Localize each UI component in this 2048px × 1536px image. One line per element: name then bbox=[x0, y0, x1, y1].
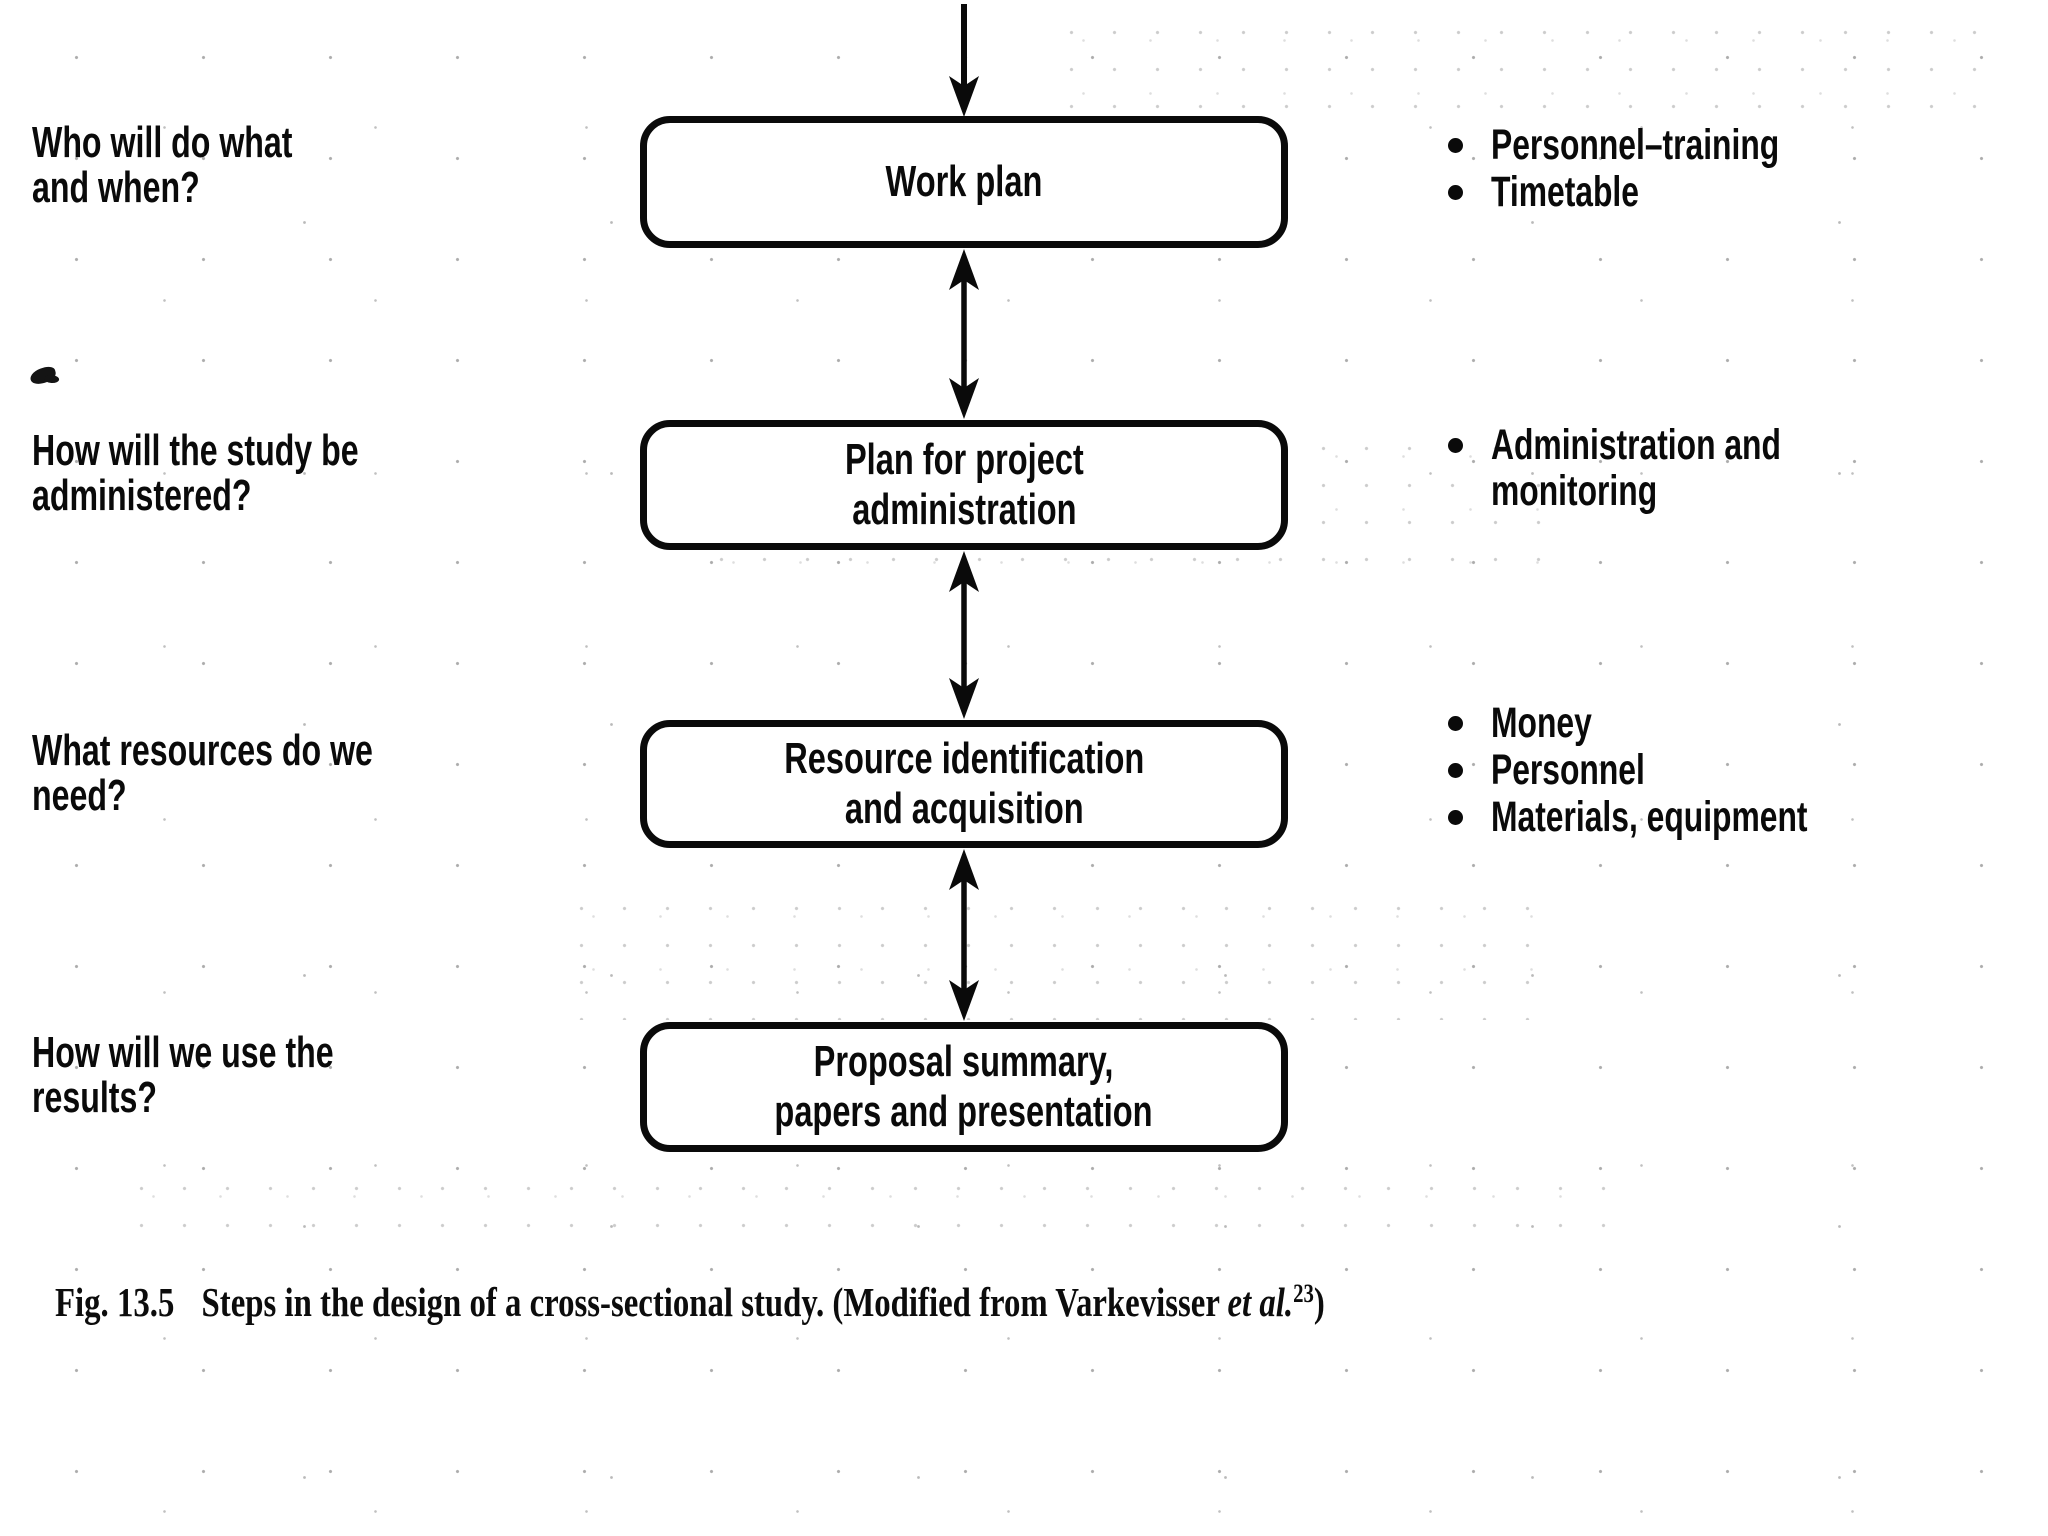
bullet-item: Materials, equipment bbox=[1448, 794, 2008, 840]
double-arrow-icon bbox=[942, 550, 986, 720]
question-study-administered: How will the study be administered? bbox=[32, 426, 359, 520]
bullet-item: Timetable bbox=[1448, 169, 2008, 215]
bullet-dot-icon bbox=[1448, 763, 1463, 778]
question-resources-needed: What resources do we need? bbox=[32, 726, 373, 820]
flow-box-proposal-summary: Proposal summary, papers and presentatio… bbox=[640, 1022, 1288, 1152]
scan-noise-patch bbox=[560, 890, 1540, 1020]
figure-caption: Fig. 13.5 Steps in the design of a cross-… bbox=[55, 1278, 1325, 1326]
flow-box-resource-identification: Resource identification and acquisition bbox=[640, 720, 1288, 848]
bullet-text: Timetable bbox=[1491, 168, 1639, 216]
bullet-item: Personnel–training bbox=[1448, 122, 2008, 168]
bullet-list-project-administration: Administration and monitoring bbox=[1448, 422, 2008, 515]
double-arrow-icon bbox=[942, 848, 986, 1022]
caption-text: Steps in the design of a cross-sectional… bbox=[201, 1279, 1228, 1325]
bullet-dot-icon bbox=[1448, 185, 1463, 200]
flow-box-label: Plan for project administration bbox=[844, 435, 1084, 534]
flow-box-work-plan: Work plan bbox=[640, 116, 1288, 248]
caption-citation-etal: et al. bbox=[1227, 1279, 1294, 1325]
flow-box-project-administration: Plan for project administration bbox=[640, 420, 1288, 550]
ink-smudge bbox=[28, 365, 58, 386]
citation-ref-superscript: 23 bbox=[1293, 1279, 1314, 1308]
flow-box-label: Work plan bbox=[885, 157, 1043, 206]
bullet-item: Personnel bbox=[1448, 747, 2008, 793]
question-who-what-when: Who will do what and when? bbox=[32, 118, 293, 212]
bullet-dot-icon bbox=[1448, 138, 1463, 153]
caption-close-paren: ) bbox=[1313, 1279, 1325, 1325]
bullet-item: Money bbox=[1448, 700, 2008, 746]
bullet-text: Personnel–training bbox=[1491, 121, 1780, 169]
bullet-item: Administration and monitoring bbox=[1448, 422, 2008, 514]
bullet-dot-icon bbox=[1448, 716, 1463, 731]
bullet-text: Personnel bbox=[1491, 746, 1645, 794]
bullet-text: Money bbox=[1491, 699, 1592, 747]
bullet-list-work-plan: Personnel–training Timetable bbox=[1448, 122, 2008, 216]
bullet-dot-icon bbox=[1448, 810, 1463, 825]
scan-noise-patch bbox=[120, 1170, 1620, 1240]
arrow-down-icon bbox=[942, 4, 986, 118]
question-use-results: How will we use the results? bbox=[32, 1028, 334, 1122]
flow-box-label: Resource identification and acquisition bbox=[783, 734, 1145, 833]
flow-box-label: Proposal summary, papers and presentatio… bbox=[774, 1037, 1154, 1136]
bullet-dot-icon bbox=[1448, 438, 1463, 453]
bullet-text: Administration and monitoring bbox=[1491, 421, 1781, 515]
double-arrow-icon bbox=[942, 248, 986, 420]
figure-number: Fig. 13.5 bbox=[55, 1279, 175, 1325]
bullet-list-resources: Money Personnel Materials, equipment bbox=[1448, 700, 2008, 841]
bullet-text: Materials, equipment bbox=[1491, 793, 1808, 841]
